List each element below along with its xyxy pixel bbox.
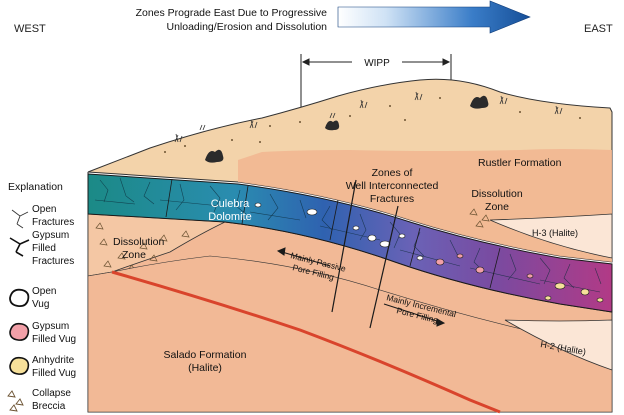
legend-gypsum-fractures-line1: Gypsum [32,230,69,241]
legend-collapse-breccia-line2: Breccia [32,401,66,412]
fracture-zones-label-line3: Fractures [370,193,414,205]
open-fractures-icon [12,210,28,228]
legend-gypsum-vug-line1: Gypsum [32,321,69,332]
dissolution-zone-west-label-line1: Dissolution [113,236,165,248]
west-label: WEST [14,23,46,35]
fracture-zones-label-line1: Zones of [372,167,413,179]
legend-anhydrite-vug-line1: Anhydrite [32,355,75,366]
culebra-dolomite-label-line2: Dolomite [208,211,251,223]
open-vug-icon [10,290,28,306]
fracture-zones-label-line2: Well Interconnected [346,180,439,192]
rustler-formation-label: Rustler Formation [478,157,562,169]
legend-open-fractures-line1: Open [32,204,56,215]
salado-formation-label-line1: Salado Formation [164,349,247,361]
legend-open-vug-line2: Vug [32,299,49,310]
arrow-caption-line1: Zones Prograde East Due to Progressive [136,7,328,19]
wipp-label: WIPP [364,58,390,69]
legend-gypsum-fractures-line2: Filled [32,243,56,254]
salado-formation-label-line2: (Halite) [188,362,222,374]
legend-gypsum-fractures-line3: Fractures [32,256,74,267]
legend-open-vug-line1: Open [32,286,56,297]
dissolution-zone-east-label-line1: Dissolution [471,188,523,200]
east-label: EAST [584,23,613,35]
gypsum-filled-fractures-icon [10,238,29,256]
collapse-breccia-icon [8,391,23,411]
prograde-arrow [338,1,530,33]
legend-anhydrite-vug-line2: Filled Vug [32,368,76,379]
dissolution-zone-east-label-line2: Zone [485,201,509,213]
legend-open-fractures-line2: Fractures [32,217,74,228]
legend-collapse-breccia-line1: Collapse [32,388,71,399]
culebra-dolomite-label-line1: Culebra [211,198,250,210]
h3-halite-label: H-3 (Halite) [532,228,578,238]
gypsum-filled-vug-icon [10,324,28,340]
legend-title: Explanation [8,181,63,193]
legend-gypsum-vug-line2: Filled Vug [32,334,76,345]
dissolution-zone-west-label-line2: Zone [122,249,146,261]
arrow-caption-line2: Unloading/Erosion and Dissolution [166,21,327,33]
anhydrite-filled-vug-icon [10,358,28,374]
